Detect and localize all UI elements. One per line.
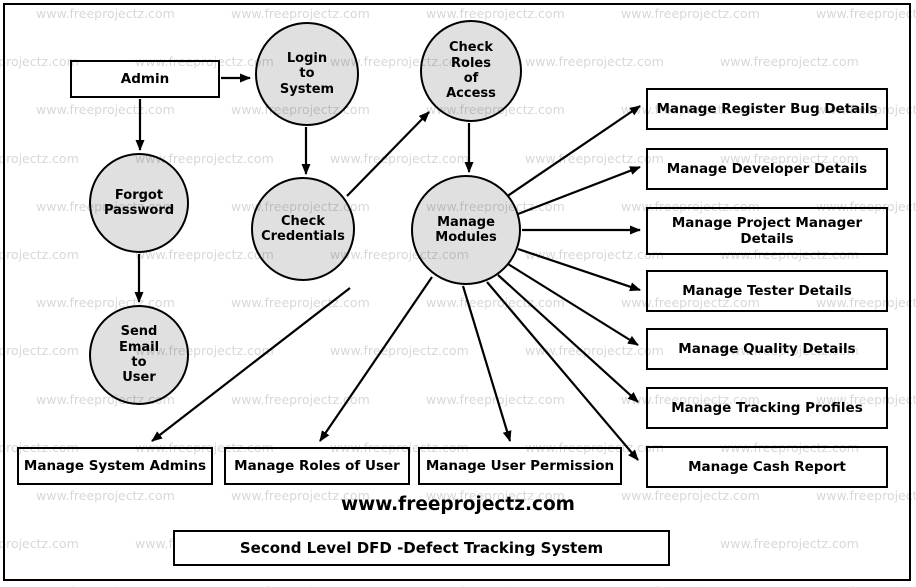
edge-send-email-to-manage-system-admins xyxy=(151,287,351,442)
process-login-to-system[interactable]: Login to System xyxy=(255,22,359,126)
edge-check-credentials-to-check-roles xyxy=(346,111,430,197)
entity-manage-user-permission-label: Manage User Permission xyxy=(425,457,615,474)
entity-manage-roles-of-user[interactable]: Manage Roles of User xyxy=(224,447,410,485)
process-check-roles-of-access[interactable]: Check Roles of Access xyxy=(420,20,522,122)
entity-manage-quality-details[interactable]: Manage Quality Details xyxy=(646,328,888,370)
diagram-title-label: Second Level DFD -Defect Tracking System xyxy=(239,539,604,557)
entity-manage-developer-details[interactable]: Manage Developer Details xyxy=(646,148,888,190)
entity-manage-project-manager-details-line1: Manage Project xyxy=(671,214,791,231)
diagram-title-box: Second Level DFD -Defect Tracking System xyxy=(173,530,670,566)
entity-admin-label: Admin xyxy=(120,70,170,87)
entity-manage-cash-report[interactable]: Manage Cash Report xyxy=(646,446,888,488)
entity-manage-project-manager-details-line2: Manager Details xyxy=(740,214,863,247)
edge-manage-modules-to-cash-report xyxy=(486,281,639,461)
edge-manage-modules-to-register-bug xyxy=(505,105,641,198)
process-check-roles-line2: Roles xyxy=(451,55,491,71)
process-send-email-line4: User xyxy=(122,370,156,386)
process-manage-modules-line2: Modules xyxy=(435,230,497,245)
entity-manage-register-bug-details-label: Manage Register Bug Details xyxy=(656,100,878,117)
entity-manage-system-admins-label: Manage System Admins xyxy=(23,457,207,474)
site-credit: www.freeprojectz.com xyxy=(341,494,575,515)
entity-manage-register-bug-details[interactable]: Manage Register Bug Details xyxy=(646,88,888,130)
process-send-email-line1: Send xyxy=(120,324,158,340)
process-send-email-line3: to xyxy=(131,355,147,370)
entity-manage-project-manager-details[interactable]: Manage Project Manager Details xyxy=(646,207,888,255)
entity-manage-tester-details-label: Manage Tester Details xyxy=(682,282,852,299)
process-forgot-password-line1: Forgot xyxy=(114,187,164,203)
edge-manage-modules-to-roles-of-user xyxy=(319,276,433,442)
process-forgot-password[interactable]: Forgot Password xyxy=(89,153,189,253)
process-manage-modules-line1: Manage xyxy=(437,214,495,230)
process-login-to-system-line1: Login xyxy=(286,51,328,66)
process-forgot-password-line2: Password xyxy=(103,203,175,218)
edge-manage-modules-to-developer xyxy=(517,165,641,216)
process-login-to-system-line2: to xyxy=(299,66,315,82)
process-send-email-line2: Email xyxy=(118,339,160,355)
edge-manage-modules-to-tester xyxy=(517,247,641,292)
entity-manage-quality-details-label: Manage Quality Details xyxy=(678,340,856,357)
entity-manage-user-permission[interactable]: Manage User Permission xyxy=(418,447,622,485)
process-check-roles-line3: of xyxy=(463,71,479,86)
edge-manage-modules-to-tracking-profiles xyxy=(497,274,639,403)
process-login-to-system-line3: System xyxy=(279,81,335,97)
process-check-roles-line1: Check xyxy=(449,40,493,56)
process-manage-modules[interactable]: Manage Modules xyxy=(411,175,521,285)
process-check-credentials-line2: Credentials xyxy=(261,229,345,244)
process-check-credentials-line1: Check xyxy=(281,213,325,229)
entity-manage-developer-details-label: Manage Developer Details xyxy=(666,160,868,177)
process-check-credentials[interactable]: Check Credentials xyxy=(251,177,355,281)
entity-admin[interactable]: Admin xyxy=(70,60,220,98)
entity-manage-roles-of-user-label: Manage Roles of User xyxy=(234,457,400,474)
edge-manage-modules-to-user-permission xyxy=(461,285,512,442)
entity-manage-cash-report-label: Manage Cash Report xyxy=(688,458,846,475)
entity-manage-tracking-profiles-label: Manage Tracking Profiles xyxy=(671,399,863,416)
entity-manage-tester-details[interactable]: Manage Tester Details xyxy=(646,270,888,312)
edge-manage-modules-to-quality xyxy=(507,263,639,346)
entity-manage-system-admins[interactable]: Manage System Admins xyxy=(17,447,213,485)
entity-manage-tracking-profiles[interactable]: Manage Tracking Profiles xyxy=(646,387,888,429)
process-check-roles-line4: Access xyxy=(446,86,496,102)
process-send-email-to-user[interactable]: Send Email to User xyxy=(89,305,189,405)
